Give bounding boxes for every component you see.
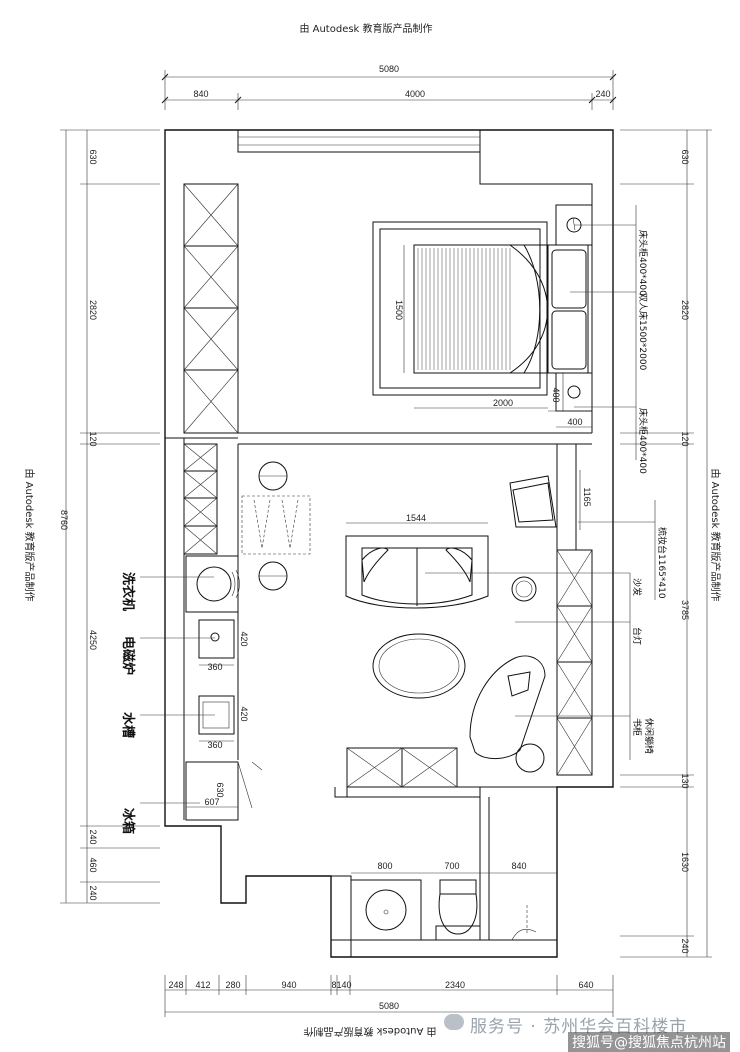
- bedroom-leaders: [570, 205, 637, 460]
- dim-bottom-5: 8: [331, 980, 336, 990]
- label-tatami: 休闲躺椅: [643, 718, 655, 754]
- dim-bath-a: 800: [377, 861, 392, 871]
- dim-vanity: 1165: [582, 487, 592, 506]
- dim-bath-b: 700: [444, 861, 459, 871]
- wechat-icon: [444, 1014, 464, 1030]
- dim-bottom-4: 940: [281, 980, 296, 990]
- bedroom-wardrobe: [183, 183, 239, 434]
- dim-right-b: 2820: [680, 300, 690, 320]
- dim-bottom-3: 280: [225, 980, 240, 990]
- walls: [164, 129, 614, 958]
- double-bed: 1500 2000: [372, 221, 589, 409]
- dim-left-e: 240: [88, 829, 98, 844]
- sofa: 1544: [345, 513, 489, 609]
- dim-bottom-6: 140: [336, 980, 351, 990]
- label-nightstand-bottom: 床头柜400*400: [637, 408, 649, 474]
- induction-cooker: 360 420: [198, 619, 249, 672]
- dim-bottom-1: 248: [168, 980, 183, 990]
- dim-sink-d: 420: [239, 706, 249, 721]
- label-fridge: 冰箱: [120, 808, 136, 834]
- right-dimensions: 630 2820 120 3785 130 1630 240: [620, 129, 712, 958]
- dim-bed-width: 1500: [394, 300, 404, 320]
- label-washer: 洗衣机: [120, 572, 136, 611]
- dim-fridge-w: 607: [204, 797, 219, 807]
- dim-nightstand-a: 400: [551, 387, 561, 402]
- label-sink: 水槽: [120, 712, 136, 738]
- dim-left-total: 8760: [59, 510, 69, 530]
- tv-cabinet: [346, 747, 458, 788]
- dim-nightstand-b: 400: [567, 417, 582, 427]
- watermark-right: 由 Autodesk 教育版产品制作: [709, 468, 722, 601]
- dim-left-f: 460: [88, 857, 98, 872]
- living-leaders: 1165: [425, 487, 656, 760]
- lounge-chair: [469, 655, 546, 773]
- dim-right-c: 120: [680, 431, 690, 446]
- dim-left-a: 630: [88, 149, 98, 164]
- dim-bed-length: 2000: [493, 398, 513, 408]
- bathroom: 800 700 840: [350, 861, 557, 941]
- nightstand-bottom: 400 400: [548, 372, 593, 428]
- bottom-dimensions: 248 412 280 940 8 140 2340 640 5080: [164, 975, 614, 1017]
- dim-right-a: 630: [680, 149, 690, 164]
- label-cabinet: 书柜: [631, 718, 643, 736]
- dim-top-b: 4000: [405, 89, 425, 99]
- label-vanity: 梳妆台1165*410: [656, 527, 668, 599]
- dim-washer-d: 420: [239, 631, 249, 646]
- dim-fridge-d: 630: [215, 782, 225, 797]
- dim-left-d: 4250: [88, 630, 98, 650]
- dim-left-c: 120: [88, 431, 98, 446]
- dim-bottom-7: 2340: [445, 980, 465, 990]
- dim-washer-w: 360: [207, 662, 222, 672]
- watermark-top: 由 Autodesk 教育版产品制作: [299, 22, 432, 35]
- watermark-bottom: 由 Autodesk 教育版产品制作: [303, 1025, 436, 1038]
- label-lamp: 台灯: [631, 627, 643, 645]
- sink: 360 420: [198, 695, 249, 750]
- coffee-table: [372, 633, 466, 699]
- dim-bottom-8: 640: [578, 980, 593, 990]
- dim-top-total: 5080: [379, 64, 399, 74]
- dining-set: [241, 461, 311, 591]
- dim-bath-c: 840: [511, 861, 526, 871]
- dim-bottom-2: 412: [195, 980, 210, 990]
- right-cabinet: [556, 443, 593, 776]
- label-double-bed: 双人床1500*2000: [637, 293, 649, 371]
- vanity-chair: [509, 475, 557, 528]
- footer-watermark: 服务号 · 苏州华会百科楼市 搜狐号@搜狐焦点杭州站: [440, 1010, 740, 1052]
- label-nightstand-top: 床头柜400*400: [637, 230, 649, 296]
- left-dimensions: 8760 630 2820 120 4250 240 460 240: [59, 129, 160, 904]
- label-induction: 电磁炉: [120, 636, 136, 675]
- dim-left-b: 2820: [88, 300, 98, 320]
- dim-bottom-total: 5080: [379, 1001, 399, 1011]
- watermark-left: 由 Autodesk 教育版产品制作: [23, 468, 36, 601]
- footer-source: 搜狐号@搜狐焦点杭州站: [568, 1032, 730, 1052]
- dim-top-c: 240: [595, 89, 610, 99]
- washer: [185, 555, 240, 613]
- kitchen-leaders: [140, 576, 215, 804]
- dim-sink-w: 360: [207, 740, 222, 750]
- top-dimensions: 5080 840 4000 240: [161, 64, 617, 110]
- dim-right-f: 1630: [680, 852, 690, 872]
- left-shelf: [183, 443, 239, 760]
- dim-right-g: 240: [680, 938, 690, 953]
- dim-sofa-width: 1544: [406, 513, 426, 523]
- fridge: 607 630: [185, 761, 263, 821]
- dim-left-g: 240: [88, 885, 98, 900]
- dim-right-d: 3785: [680, 600, 690, 620]
- label-sofa: 沙发: [631, 578, 643, 596]
- side-lamp: [511, 576, 537, 602]
- dim-right-e: 130: [680, 773, 690, 788]
- dim-top-a: 840: [193, 89, 208, 99]
